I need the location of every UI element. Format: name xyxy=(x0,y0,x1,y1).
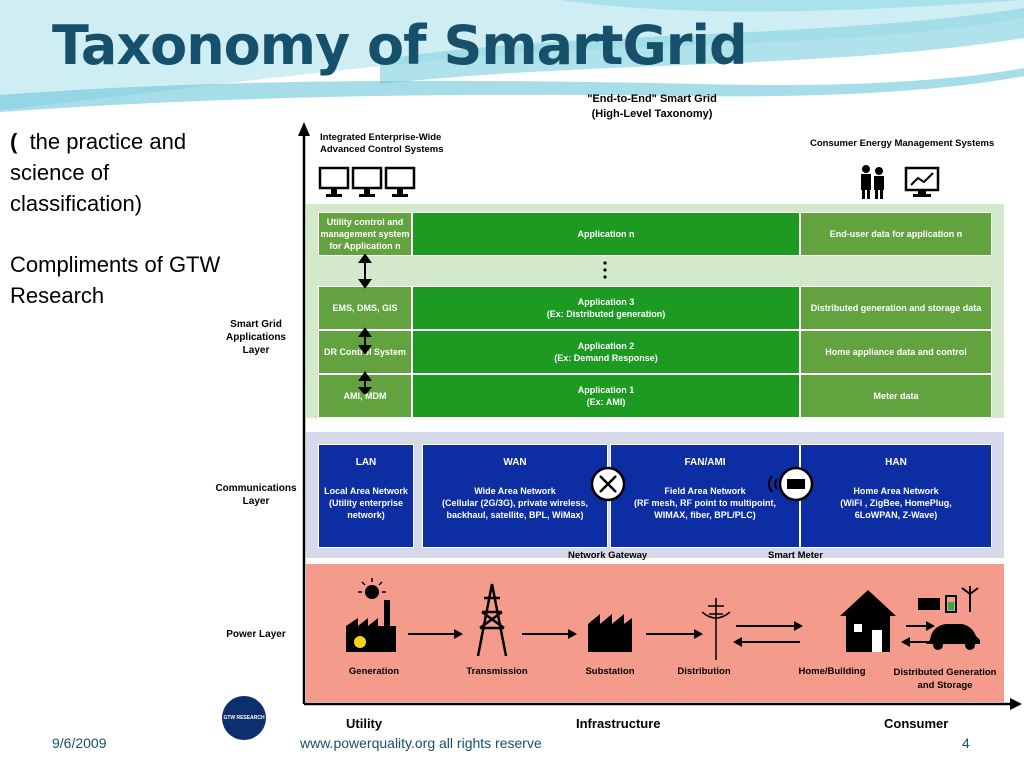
people-icon xyxy=(861,165,884,199)
network-han-desc-2: (WiFi , ZigBee, HomePlug, xyxy=(840,498,952,508)
app-row-3-mid-line-1: Application 3 xyxy=(577,297,635,307)
axis-label-utility: Utility xyxy=(346,716,383,731)
app-row-1-mid: Application 1 (Ex: AMI) xyxy=(412,374,800,418)
enterprise-label-line-2: Advanced Control Systems xyxy=(320,144,444,155)
axis-label-infrastructure: Infrastructure xyxy=(576,716,661,731)
axis-label-consumer: Consumer xyxy=(884,716,949,731)
power-layer-icons xyxy=(346,578,980,660)
enterprise-label-line-1: Integrated Enterprise-Wide xyxy=(320,132,442,143)
definition-text: ( the practice and science of classifica… xyxy=(10,126,186,219)
generation-icon xyxy=(346,578,396,652)
open-paren: ( xyxy=(10,129,18,154)
network-han: HAN Home Area Network (WiFi , ZigBee, Ho… xyxy=(800,444,992,548)
app-row-3-mid: Application 3 (Ex: Distributed generatio… xyxy=(412,286,800,330)
diagram-title-line-2: (High-Level Taxonomy) xyxy=(591,108,713,120)
footer-date: 9/6/2009 xyxy=(52,735,107,751)
network-fan-desc-3: WIMAX, fiber, BPL/PLC) xyxy=(654,510,756,520)
footer-page-number: 4 xyxy=(962,735,970,751)
footer-url: www.powerquality.org all rights reserve xyxy=(300,735,542,751)
app-row-n-left-line-3: for Application n xyxy=(329,241,401,251)
network-fan-desc-2: (RF mesh, RF point to multipoint, xyxy=(634,498,776,508)
definition-line-1: the practice and xyxy=(29,129,187,154)
network-wan-desc-3: backhaul, satellite, BPL, WiMax) xyxy=(446,510,584,520)
network-wan-desc-1: Wide Area Network xyxy=(474,486,556,496)
network-wan-name: WAN xyxy=(503,457,527,468)
app-row-3-mid-line-2: (Ex: Distributed generation) xyxy=(546,309,666,319)
network-fan-desc-1: Field Area Network xyxy=(664,486,746,496)
app-row-n-right: End-user data for application n xyxy=(800,212,992,256)
smart-meter-icon xyxy=(768,466,814,502)
app-row-n-left-line-1: Utility control and xyxy=(326,217,404,227)
network-gateway-icon xyxy=(590,466,626,502)
network-lan-desc-3: network) xyxy=(347,510,385,520)
app-row-n-left-line-2: management system xyxy=(320,229,410,239)
distributed-generation-label: Distributed Generation and Storage xyxy=(892,666,998,692)
taxonomy-diagram: "End-to-End" Smart Grid (High-Level Taxo… xyxy=(212,86,1024,748)
network-gateway-label: Network Gateway xyxy=(568,550,648,561)
app-row-n-mid: Application n xyxy=(412,212,800,256)
consumer-ems-label: Consumer Energy Management Systems xyxy=(810,138,995,149)
monitors-icon xyxy=(318,166,416,197)
home-building-label: Home/Building xyxy=(798,666,866,677)
substation-icon xyxy=(588,614,632,652)
communications-layer-label: Communications Layer xyxy=(212,482,300,508)
distribution-label: Distribution xyxy=(677,666,731,677)
enterprise-label: Integrated Enterprise-Wide Advanced Cont… xyxy=(320,132,444,156)
network-wan-desc-2: (Cellular (2G/3G), private wireless, xyxy=(441,498,589,508)
app-row-3-right: Distributed generation and storage data xyxy=(800,286,992,330)
monitor-chart-icon xyxy=(904,166,940,197)
definition-line-2: science of xyxy=(10,160,110,185)
distribution-icon xyxy=(701,598,731,660)
header-wave-decoration xyxy=(0,0,1024,112)
power-layer-label: Power Layer xyxy=(226,629,286,640)
app-row-1-mid-line-1: Application 1 xyxy=(577,385,635,395)
distributed-generation-icon xyxy=(918,586,980,650)
app-row-2-mid-line-2: (Ex: Demand Response) xyxy=(554,353,658,363)
network-lan-desc-2: (Utility enterprise xyxy=(328,498,404,508)
network-fan-name: FAN/AMI xyxy=(684,457,726,468)
distributed-generation-label-line-1: Distributed Generation xyxy=(893,667,997,678)
network-lan-desc-1: Local Area Network xyxy=(324,486,408,496)
applications-layer-label-line-3: Layer xyxy=(242,345,270,356)
distributed-generation-label-line-2: and Storage xyxy=(917,680,973,691)
communications-layer-label-line-1: Communications xyxy=(215,483,297,494)
network-han-desc-3: 6LoWPAN, Z-Wave) xyxy=(854,510,938,520)
transmission-icon xyxy=(476,583,508,657)
network-wan: WAN Wide Area Network (Cellular (2G/3G),… xyxy=(422,444,608,548)
slide-title: Taxonomy of SmartGrid xyxy=(52,14,748,77)
smart-meter-label: Smart Meter xyxy=(768,550,823,561)
network-han-desc-1: Home Area Network xyxy=(853,486,939,496)
credit-line-2: Research xyxy=(10,283,105,308)
diagram-title-line-1: "End-to-End" Smart Grid xyxy=(587,93,717,105)
definition-line-3: classification) xyxy=(10,191,143,216)
ellipsis-dots xyxy=(603,261,607,279)
applications-layer-label: Smart Grid Applications Layer xyxy=(212,318,300,357)
app-row-2-mid-line-1: Application 2 xyxy=(577,341,635,351)
communications-layer-label-line-2: Layer xyxy=(242,496,270,507)
generation-label: Generation xyxy=(348,666,400,677)
credit-text: Compliments of GTW Research xyxy=(10,249,220,311)
transmission-label: Transmission xyxy=(466,666,528,677)
substation-label: Substation xyxy=(585,666,635,677)
diagram-title: "End-to-End" Smart Grid (High-Level Taxo… xyxy=(542,92,762,122)
credit-line-1: Compliments of GTW xyxy=(10,252,221,277)
network-lan-name: LAN xyxy=(355,457,377,468)
gtw-logo-text: GTW RESEARCH xyxy=(223,715,265,721)
home-icon xyxy=(840,590,896,652)
app-row-2-mid: Application 2 (Ex: Demand Response) xyxy=(412,330,800,374)
network-han-name: HAN xyxy=(885,457,907,468)
gtw-research-logo: GTW RESEARCH xyxy=(222,696,266,740)
network-lan: LAN Local Area Network (Utility enterpri… xyxy=(318,444,414,548)
app-row-n-left: Utility control and management system fo… xyxy=(318,212,412,256)
app-row-1-mid-line-2: (Ex: AMI) xyxy=(586,397,626,407)
applications-layer-label-line-1: Smart Grid xyxy=(230,319,282,330)
app-row-1-right: Meter data xyxy=(800,374,992,418)
axis-arrows xyxy=(298,122,1022,710)
applications-layer-label-line-2: Applications xyxy=(225,332,286,343)
network-fan-ami: FAN/AMI Field Area Network (RF mesh, RF … xyxy=(610,444,800,548)
app-row-2-right: Home appliance data and control xyxy=(800,330,992,374)
double-arrows xyxy=(358,254,372,394)
